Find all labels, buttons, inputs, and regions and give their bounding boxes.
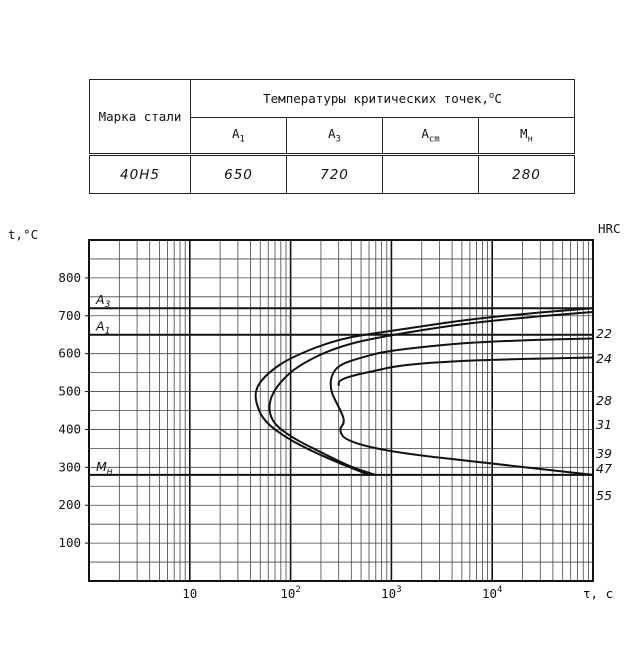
hardness-label: 47 [596,461,612,476]
hardness-label: 39 [596,446,612,461]
hardness-label: 22 [596,326,612,341]
cell-a3: 720 [286,153,383,194]
transformation-curve [268,311,594,476]
hardness-label: 55 [596,488,612,503]
hrc-label: HRC [598,221,621,236]
transformation-curve [254,307,594,476]
critical-line-label-sub: 1 [105,327,111,337]
hardness-label: 28 [596,393,612,408]
x-tick-exponent: 2 [295,585,300,595]
critical-line-label-sub: н [107,467,113,477]
table-row: 40Н5 650 720 280 [89,153,575,194]
x-tick-label: 102 [280,585,300,601]
sub-header-acm: Acm [382,117,479,155]
x-tick-exponent: 4 [497,585,502,595]
cell-acm [382,153,479,194]
y-tick-label: 400 [58,421,81,436]
cell-a1: 650 [190,153,287,194]
cell-mn: 280 [478,153,575,194]
transformation-curve [337,356,594,386]
y-tick-label: 200 [58,497,81,512]
y-tick-label: 600 [58,346,81,361]
x-axis-label: τ, с [583,586,613,601]
transformation-curve [329,337,594,476]
x-tick-exponent: 3 [396,585,401,595]
y-tick-label: 800 [58,270,81,285]
cell-grade: 40Н5 [89,153,191,194]
x-tick-label: 104 [482,585,502,601]
hardness-label: 31 [596,417,612,432]
y-tick-label: 500 [58,384,81,399]
y-tick-label: 700 [58,308,81,323]
y-tick-label: 300 [58,459,81,474]
y-axis-label: t,°C [8,227,38,242]
curves [254,307,594,476]
grid: 100 200 300 400 500 600 700 800 [58,239,594,582]
sub-header-mn: Mн [478,117,575,155]
group-header: Температуры критических точек,oС [190,79,575,118]
y-tick-label: 100 [58,535,81,550]
x-tick-label: 10 [182,586,197,601]
critical-line-label-sub: 3 [105,300,111,310]
critical-points-table: Марка стали Температуры критических точе… [89,79,575,194]
x-tick-label: 103 [381,585,401,601]
hardness-label: 24 [596,351,612,366]
grade-header: Марка стали [89,79,191,155]
